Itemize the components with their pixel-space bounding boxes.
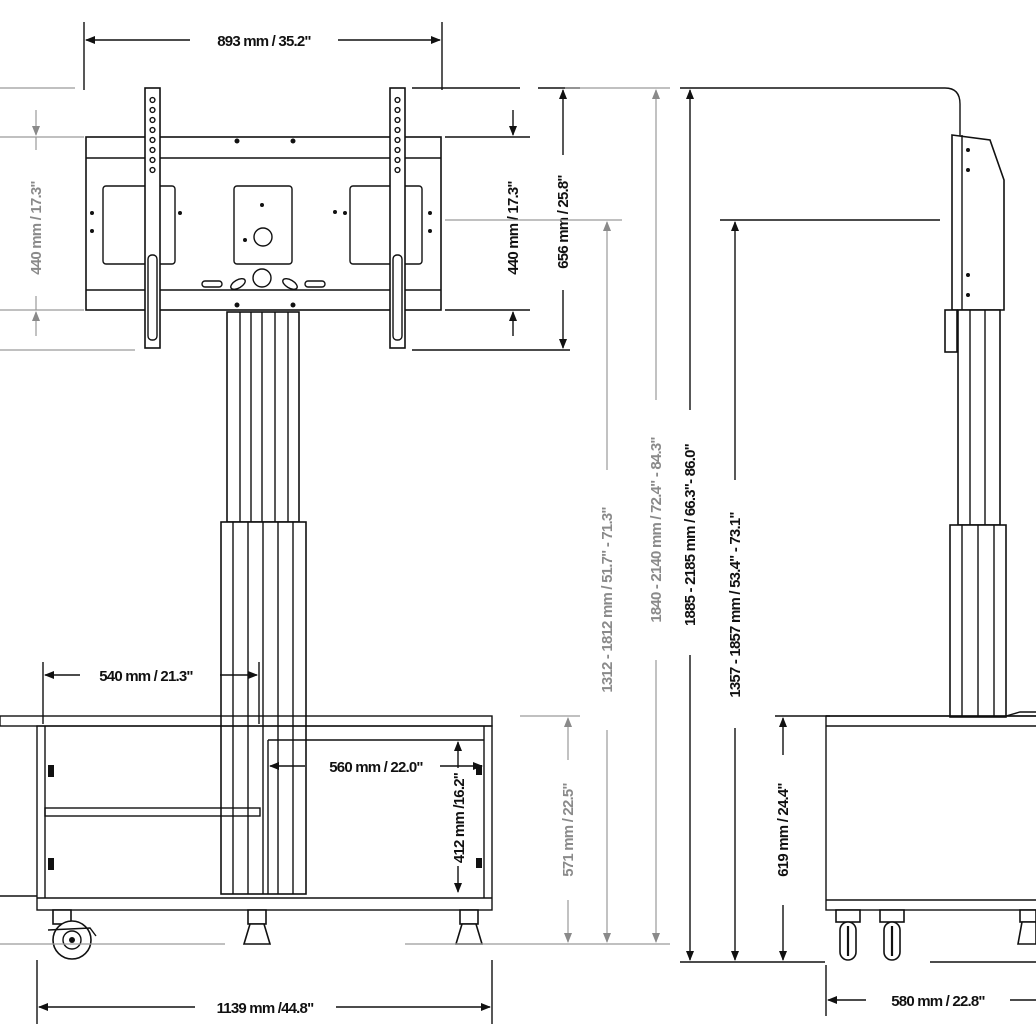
inner-width-label: 540 mm / 21.3": [99, 668, 193, 685]
side-depth-dimension: 580 mm / 22.8": [825, 965, 1036, 1016]
cabinet-height-label: 571 mm / 22.5": [560, 783, 577, 877]
base-width-dimension: 1139 mm /44.8": [36, 960, 493, 1024]
caster-left: [47, 909, 97, 960]
side-depth-label: 580 mm / 22.8": [891, 993, 985, 1010]
top-width-label: 893 mm / 35.2": [217, 33, 311, 50]
vesa-left-label: 440 mm / 17.3": [28, 181, 45, 275]
leveling-foot-right: [454, 909, 484, 945]
cabinet-height-dimension: 571 mm / 22.5": [520, 715, 580, 943]
shelf-height-label: 412 mm /16.2": [451, 772, 468, 863]
leveling-foot-left: [242, 909, 272, 945]
overall-front-label: 1840 - 2140 mm / 72.4" - 84.3": [648, 437, 665, 623]
shelf-depth-dimension: 560 mm / 22.0": [269, 759, 483, 776]
right-bracket: [389, 87, 406, 349]
side-caster-2: [879, 909, 905, 961]
base-width-label: 1139 mm /44.8": [217, 1000, 315, 1017]
side-center-dimension: 1357 - 1857 mm / 53.4" - 73.1": [720, 219, 940, 961]
shelf-height-dimension: 412 mm /16.2": [451, 741, 468, 893]
bracket-height-dimension: 656 mm / 25.8": [538, 87, 580, 349]
center-range-dimension: 1312 - 1812 mm / 51.7" - 71.3": [445, 219, 622, 943]
front-view: 893 mm / 35.2": [0, 22, 670, 1024]
overall-side-label: 1885 - 2185 mm / 66.3"- 86.0": [682, 443, 699, 626]
center-range-label: 1312 - 1812 mm / 51.7" - 71.3": [599, 507, 616, 693]
vesa-plate: [85, 136, 442, 311]
vesa-right-dimension: 440 mm / 17.3": [412, 87, 570, 351]
side-mount-plate: [944, 87, 1005, 353]
side-cabinet-dimension: 619 mm / 24.4": [775, 715, 830, 961]
side-caster-1: [835, 909, 861, 961]
left-bracket: [144, 87, 161, 349]
side-foot: [1017, 909, 1036, 945]
side-cabinet: [825, 715, 1036, 911]
side-column: [949, 309, 1036, 718]
shelf-depth-label: 560 mm / 22.0": [329, 759, 423, 776]
inner-width-dimension: 540 mm / 21.3": [42, 662, 260, 724]
overall-front-dimension: 1840 - 2140 mm / 72.4" - 84.3": [565, 87, 670, 943]
vesa-left-dimension: 440 mm / 17.3": [0, 87, 135, 351]
vesa-right-label: 440 mm / 17.3": [505, 181, 522, 275]
side-center-label: 1357 - 1857 mm / 53.4" - 73.1": [727, 512, 744, 698]
overall-side-dimension: 1885 - 2185 mm / 66.3"- 86.0": [680, 87, 945, 961]
column: [220, 311, 307, 895]
top-width-dimension: 893 mm / 35.2": [83, 22, 443, 90]
side-view: 1885 - 2185 mm / 66.3"- 86.0" 1357 - 185…: [680, 87, 1036, 1016]
side-cabinet-label: 619 mm / 24.4": [775, 783, 792, 877]
bracket-height-label: 656 mm / 25.8": [555, 175, 572, 269]
